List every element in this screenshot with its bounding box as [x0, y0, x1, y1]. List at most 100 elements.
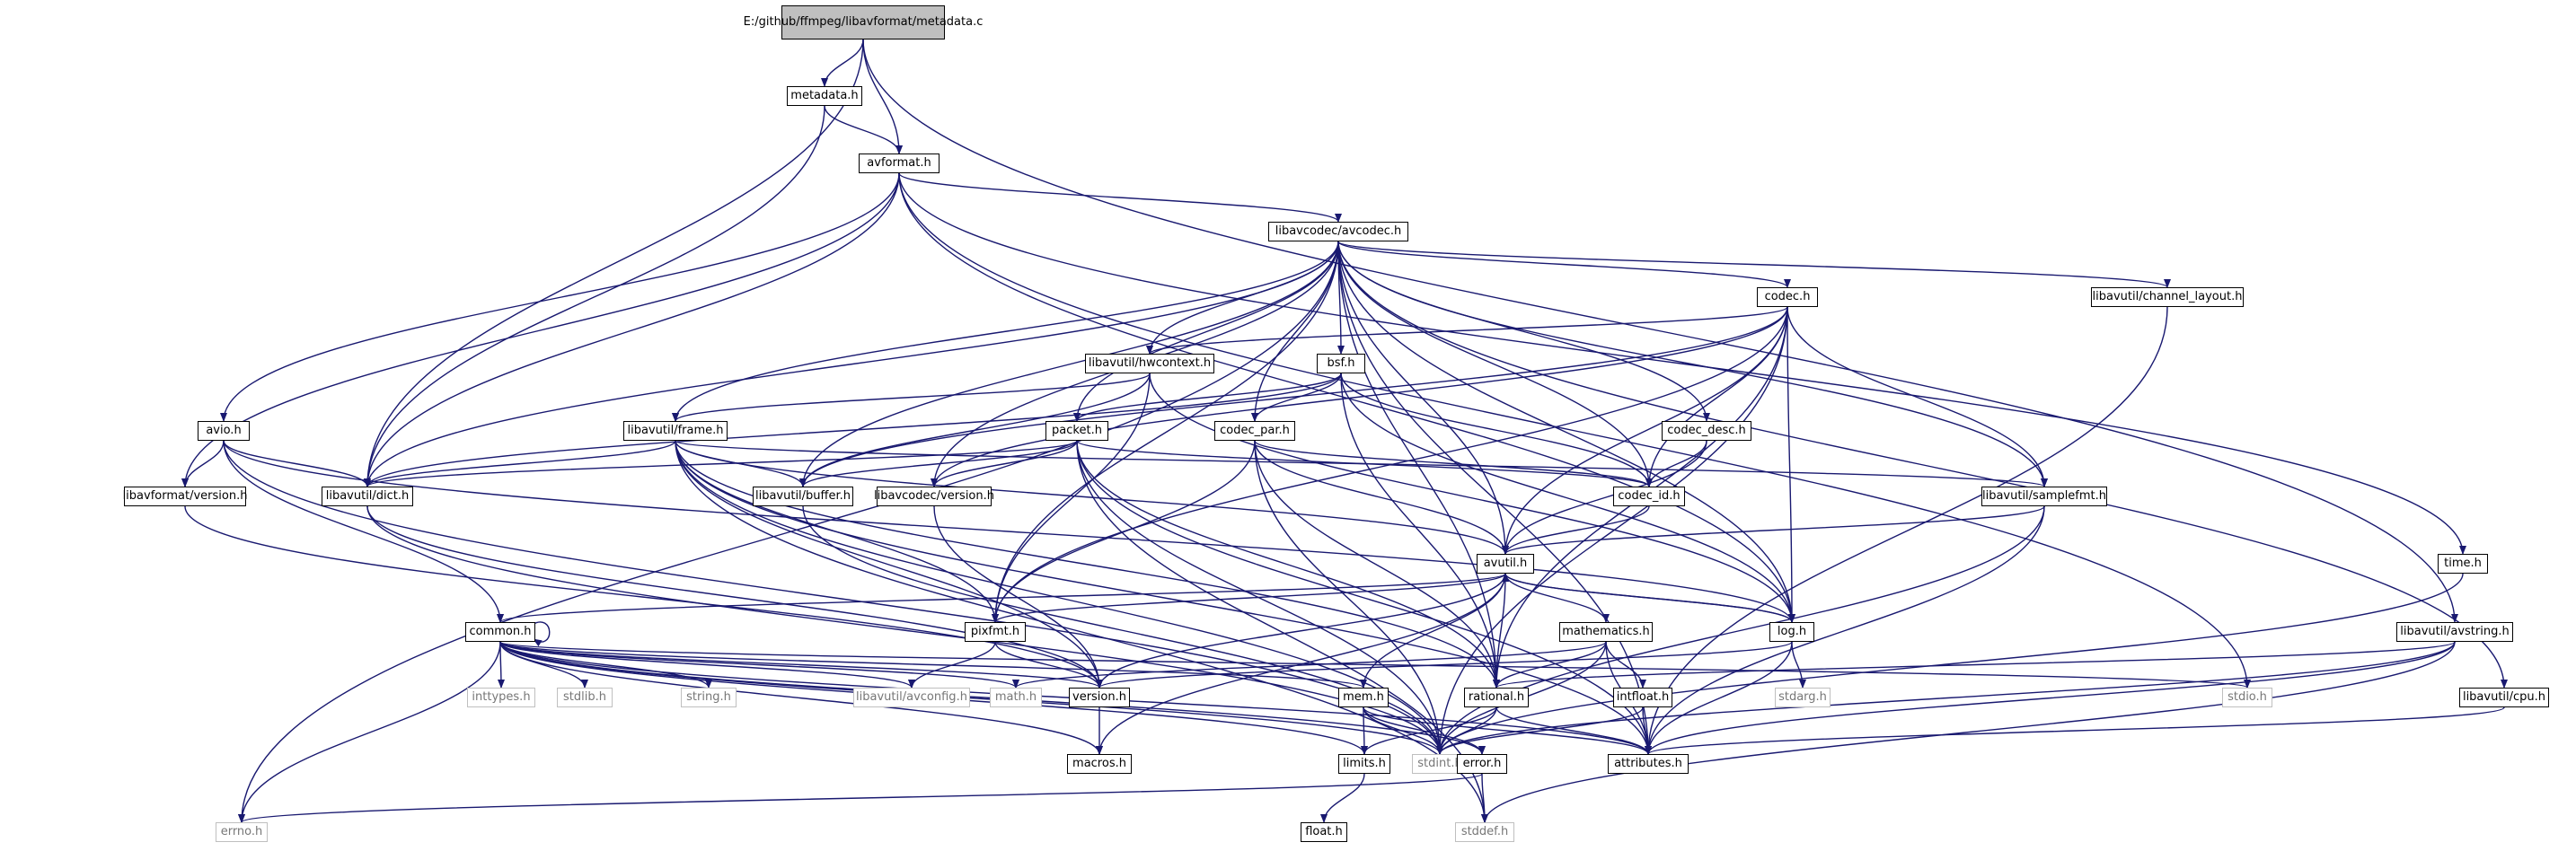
node-version-h[interactable]: version.h: [1069, 688, 1130, 707]
node-buffer-h[interactable]: libavutil/buffer.h: [753, 487, 853, 506]
edge-avformat-h-to-log-h: [898, 172, 1795, 623]
edge-codec-h-to-stdint-h: [1436, 306, 1788, 755]
node-avformat-h[interactable]: avformat.h: [859, 154, 940, 173]
edge-codec-par-h-to-rational-h: [1254, 440, 1500, 689]
edge-samplefmt-h-to-avutil-h: [1502, 505, 2045, 555]
edge-mem-h-to-attributes-h: [1363, 706, 1652, 755]
node-frame-h[interactable]: libavutil/frame.h: [623, 421, 728, 441]
edge-root-file-to-avstring-h: [862, 39, 2458, 623]
dependency-edges: [181, 39, 2508, 823]
node-label: rational.h: [1468, 690, 1525, 704]
node-label: time.h: [2444, 557, 2482, 570]
node-bsf-h[interactable]: bsf.h: [1317, 354, 1365, 373]
node-label: stdint.h: [1417, 757, 1462, 770]
edge-avstring-h-to-attributes-h: [1645, 641, 2456, 755]
node-macros-h[interactable]: macros.h: [1067, 754, 1132, 774]
node-avstring-h[interactable]: libavutil/avstring.h: [2396, 622, 2513, 642]
node-math-h: math.h: [990, 688, 1042, 707]
edge-lavf-version-h-to-version-h: [184, 505, 1103, 689]
edge-common-h-to-errno-h: [238, 641, 501, 823]
edge-log-h-to-attributes-h: [1645, 641, 1793, 755]
edge-avformat-h-to-lavf-version-h: [181, 172, 900, 487]
node-packet-h[interactable]: packet.h: [1045, 421, 1108, 441]
root-file-label: E:/github/ffmpeg/libavformat/metadata.c: [743, 15, 984, 29]
edge-frame-h-to-rational-h: [675, 440, 1500, 689]
edge-avstring-h-to-rational-h: [1493, 641, 2456, 689]
edge-avformat-h-to-time-h: [898, 172, 2466, 555]
edge-avutil-h-to-version-h: [1096, 573, 1506, 689]
edge-codec-desc-h-to-codec-id-h: [1645, 440, 1707, 487]
edge-avformat-h-to-stdio-h: [898, 172, 2251, 689]
node-label: libavformat/version.h: [122, 489, 248, 503]
edge-common-h-to-version-h: [499, 641, 1103, 689]
node-metadata-h[interactable]: metadata.h: [787, 86, 862, 106]
node-avio-h[interactable]: avio.h: [198, 421, 250, 441]
edge-mathematics-h-to-math-h: [1012, 641, 1607, 689]
node-float-h[interactable]: float.h: [1301, 822, 1347, 842]
edge-mem-h-to-error-h: [1363, 706, 1486, 755]
edge-packet-h-to-rational-h: [1076, 440, 1500, 689]
edge-codec-h-to-avutil-h: [1502, 306, 1788, 555]
node-mathematics-h[interactable]: mathematics.h: [1559, 622, 1653, 642]
edge-codec-desc-h-to-avutil-h: [1502, 440, 1707, 555]
node-limits-h[interactable]: limits.h: [1338, 754, 1390, 774]
edge-avio-h-to-common-h: [223, 440, 504, 623]
node-lavc-version-h[interactable]: libavcodec/version.h: [874, 487, 994, 506]
edge-avcodec-h-to-dict-h: [364, 241, 1339, 487]
node-codec-par-h[interactable]: codec_par.h: [1214, 421, 1295, 441]
node-label: libavutil/buffer.h: [754, 489, 851, 503]
edge-channel-layout-h-to-attributes-h: [1645, 306, 2168, 755]
node-log-h[interactable]: log.h: [1769, 622, 1814, 642]
node-samplefmt-h[interactable]: libavutil/samplefmt.h: [1981, 487, 2107, 506]
edge-buffer-h-to-stdint-h: [802, 505, 1443, 755]
edge-codec-h-to-log-h: [1786, 306, 1795, 623]
node-channel-layout-h[interactable]: libavutil/channel_layout.h: [2091, 287, 2244, 307]
node-codec-h[interactable]: codec.h: [1757, 287, 1818, 307]
node-mem-h[interactable]: mem.h: [1338, 688, 1389, 707]
node-time-h[interactable]: time.h: [2438, 554, 2488, 574]
node-label: codec.h: [1764, 290, 1811, 303]
edge-codec-h-to-codec-id-h: [1645, 306, 1788, 487]
edge-root-file-to-dict-h: [364, 39, 864, 487]
edge-limits-h-to-float-h: [1320, 773, 1365, 823]
edge-avcodec-h-to-codec-h: [1337, 241, 1791, 288]
edge-error-h-to-stddef-h: [1480, 773, 1488, 823]
node-avutil-h[interactable]: avutil.h: [1477, 554, 1534, 574]
edge-frame-h-to-stdint-h: [675, 440, 1443, 755]
node-label: errno.h: [220, 825, 263, 838]
edge-frame-h-to-avutil-h: [675, 440, 1509, 555]
node-label: version.h: [1072, 690, 1126, 704]
node-avcodec-h[interactable]: libavcodec/avcodec.h: [1268, 222, 1408, 241]
edge-codec-h-to-samplefmt-h: [1786, 306, 2048, 487]
node-errno-h: errno.h: [216, 822, 268, 842]
node-codec-desc-h[interactable]: codec_desc.h: [1662, 421, 1751, 441]
node-label: libavcodec/version.h: [874, 489, 994, 503]
edge-common-h-to-inttypes-h: [497, 641, 505, 689]
node-label: mathematics.h: [1562, 625, 1650, 638]
node-hwcontext-h[interactable]: libavutil/hwcontext.h: [1085, 354, 1214, 373]
edge-bsf-h-to-log-h: [1340, 373, 1795, 623]
edge-avstring-h-to-stdint-h: [1436, 641, 2456, 755]
node-label: attributes.h: [1614, 757, 1682, 770]
node-label: avio.h: [206, 424, 242, 437]
node-avconfig-h: libavutil/avconfig.h: [853, 688, 970, 707]
node-attributes-h[interactable]: attributes.h: [1608, 754, 1689, 774]
edge-avcodec-h-to-attributes-h: [1337, 241, 1652, 755]
edge-codec-par-h-to-avutil-h: [1254, 440, 1509, 555]
node-rational-h[interactable]: rational.h: [1464, 688, 1529, 707]
node-lavf-version-h[interactable]: libavformat/version.h: [122, 487, 248, 506]
node-label: libavutil/avconfig.h: [856, 690, 967, 704]
node-error-h[interactable]: error.h: [1457, 754, 1507, 774]
node-codec-id-h[interactable]: codec_id.h: [1613, 487, 1685, 506]
edge-common-h-to-string-h: [499, 641, 712, 689]
node-label: libavutil/hwcontext.h: [1088, 356, 1212, 370]
node-common-h[interactable]: common.h: [465, 622, 535, 642]
node-cpu-h[interactable]: libavutil/cpu.h: [2459, 688, 2549, 707]
node-dict-h[interactable]: libavutil/dict.h: [322, 487, 413, 506]
node-pixfmt-h[interactable]: pixfmt.h: [965, 622, 1026, 642]
edge-log-h-to-version-h: [1096, 641, 1793, 689]
edge-hwcontext-h-to-log-h: [1149, 373, 1795, 623]
node-intfloat-h[interactable]: intfloat.h: [1613, 688, 1672, 707]
edge-time-h-to-stdint-h: [1436, 573, 2464, 755]
edge-packet-h-to-lavc-version-h: [931, 440, 1078, 487]
